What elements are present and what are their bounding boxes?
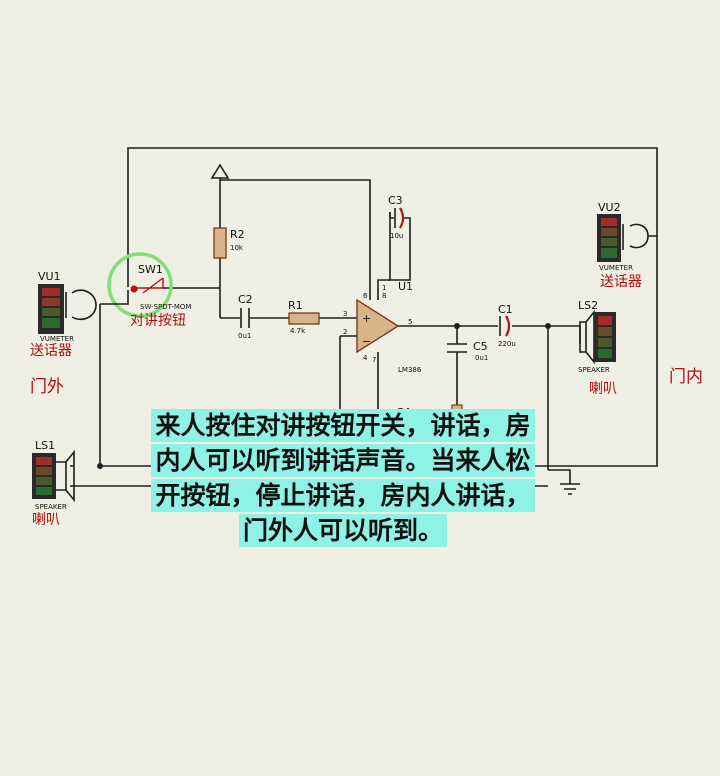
c1-ref: C1 <box>498 303 513 316</box>
ls1-type: SPEAKER <box>35 503 67 511</box>
u1-part: LM386 <box>398 366 422 374</box>
svg-text:−: − <box>362 335 371 348</box>
u1-pin-8: 8 <box>382 292 386 300</box>
ls1-label-cn: 喇叭 <box>32 512 60 528</box>
sw1-contacts <box>135 277 164 294</box>
r1-value: 4.7k <box>290 327 306 335</box>
u1-pin-5: 5 <box>408 318 412 326</box>
vu1-type: VUMETER <box>40 335 74 343</box>
vu2-type: VUMETER <box>599 264 633 272</box>
c5-ref: C5 <box>473 340 488 353</box>
sw1-label-cn: 对讲按钮 <box>130 313 186 329</box>
outside-label: 门外 <box>30 377 64 397</box>
ls2-ref: LS2 <box>578 299 598 312</box>
ground-symbol <box>560 483 580 495</box>
sw1-ref: SW1 <box>138 263 163 276</box>
u1-amplifier <box>356 298 400 354</box>
c3-ref: C3 <box>388 194 403 207</box>
caption-text: 来人按住对讲按钮开关，讲话，房内人可以听到讲话声音。当来人松开按钮，停止讲话，房… <box>150 408 536 548</box>
sw1-type: SW-SPDT-MOM <box>140 303 191 311</box>
u1-pin-7: 7 <box>372 356 376 364</box>
r1-resistor <box>288 312 320 325</box>
svg-text:+: + <box>362 312 371 325</box>
r1-ref: R1 <box>288 299 303 312</box>
inside-label: 门内 <box>669 367 703 387</box>
vu2-ref: VU2 <box>598 201 621 214</box>
u1-ref: U1 <box>398 280 413 293</box>
c1-value: 220u <box>498 340 516 348</box>
u1-pin-4: 4 <box>363 354 368 362</box>
ls1-ref: LS1 <box>35 439 55 452</box>
r2-value: 10k <box>230 244 244 252</box>
vu1-ref: VU1 <box>38 270 61 283</box>
sw1-dot <box>130 285 138 293</box>
ls2-label-cn: 喇叭 <box>589 381 617 397</box>
r2-ref: R2 <box>230 228 245 241</box>
ls2-type: SPEAKER <box>578 366 610 374</box>
wire-top-loop <box>127 147 658 287</box>
c2-ref: C2 <box>238 293 253 306</box>
u1-pin-6: 6 <box>363 292 368 300</box>
u1-pin-2: 2 <box>343 328 347 336</box>
u1-pin-1: 1 <box>382 284 386 292</box>
wire-vcc-to-u1 <box>220 179 371 300</box>
c5-value: 0u1 <box>475 354 488 362</box>
r2-resistor <box>213 227 227 259</box>
highlight-circle <box>107 252 173 318</box>
vu2-label-cn: 送话器 <box>600 274 642 290</box>
vcc-terminal <box>210 163 230 200</box>
c3-value: 10u <box>390 232 403 240</box>
c2-value: 0u1 <box>238 332 251 340</box>
vu1-label-cn: 送话器 <box>30 343 72 359</box>
u1-pin-3: 3 <box>343 310 347 318</box>
